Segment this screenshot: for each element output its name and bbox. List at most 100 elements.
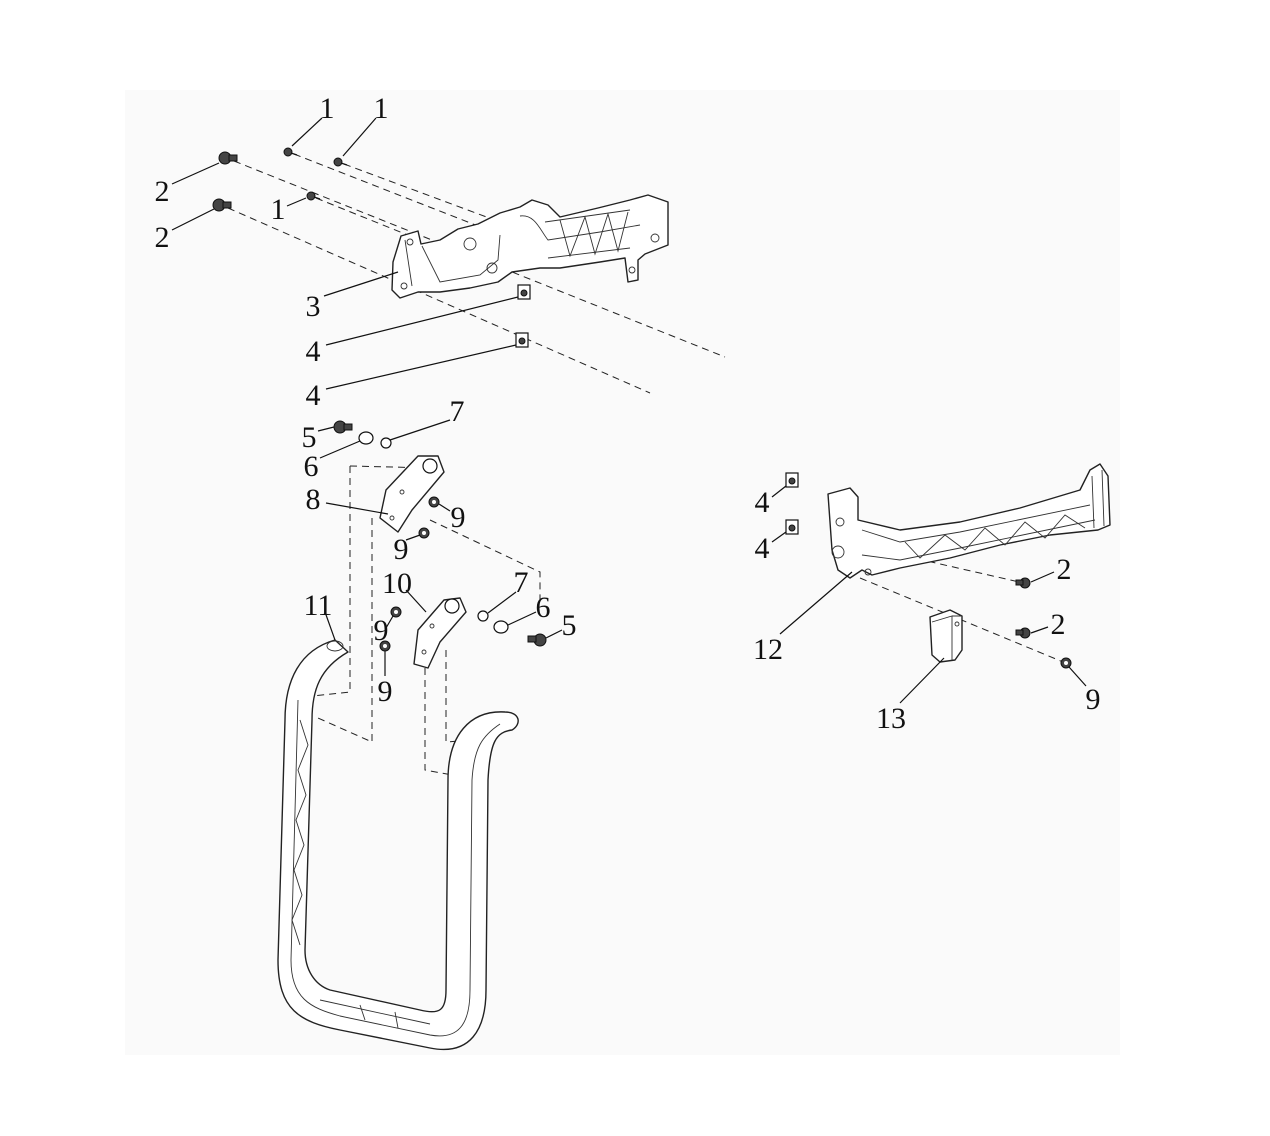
callout-label: 6 (536, 591, 551, 624)
leader-line (323, 271, 399, 297)
upper-bracket-hole (406, 238, 414, 246)
leader-line (342, 117, 377, 157)
upper-plate-body (379, 455, 445, 533)
right-bracket (827, 463, 1111, 579)
leader-line (779, 571, 853, 635)
upper-plate-hole (399, 489, 405, 495)
leader-line (325, 502, 389, 515)
leader-line (899, 657, 945, 704)
spacer-block-hole (954, 621, 960, 627)
upper-bracket (391, 194, 669, 299)
screw-part-1 (333, 157, 348, 167)
spacer-block (929, 609, 963, 663)
right-bracket-hole (831, 545, 845, 559)
nut-part-9 (390, 606, 402, 618)
callout-label: 2 (155, 175, 170, 208)
leader-line (487, 591, 517, 614)
leader-line (438, 503, 451, 512)
callout-label: 9 (451, 501, 466, 534)
callout-label: 7 (514, 566, 529, 599)
leader-line (385, 615, 394, 629)
u-frame-bottom-rib (319, 999, 431, 1029)
upper-plate (379, 455, 445, 533)
leader-line (325, 344, 517, 390)
assembly-line (343, 163, 501, 223)
callout-label: 9 (378, 675, 393, 708)
callout-label: 6 (304, 450, 319, 483)
hardware (212, 147, 1072, 669)
callout-label: 4 (306, 335, 321, 368)
callout-label: 2 (1051, 608, 1066, 641)
screw-part-2 (1015, 627, 1031, 639)
upper-bracket-channel (519, 215, 641, 241)
bolt-part-5 (333, 420, 353, 434)
screw-part-2 (212, 198, 232, 212)
callout-label: 10 (382, 567, 412, 600)
assembly-line (429, 519, 541, 600)
nut-part-9 (1060, 657, 1072, 669)
callout-label: 5 (562, 609, 577, 642)
callout-label: 3 (306, 290, 321, 323)
leader-line (405, 534, 421, 541)
callout-label: 4 (755, 486, 770, 519)
leader-line (317, 426, 335, 432)
callout-label: 4 (306, 379, 321, 412)
callout-label: 1 (271, 193, 286, 226)
leader-line (771, 485, 787, 498)
callout-labels: 1 1 2 1 2 3 4 4 5 7 6 8 9 9 10 7 6 5 11 … (155, 92, 1101, 735)
washer-part-6 (493, 620, 509, 634)
lower-plate (413, 597, 467, 669)
washer-part-6 (358, 431, 374, 445)
right-bracket-hole (835, 517, 845, 527)
clip-nut-part-4 (515, 332, 529, 348)
assembly-line (293, 153, 479, 227)
clip-nut-part-4 (785, 472, 799, 488)
u-frame-pivot (326, 640, 344, 652)
leader-line (324, 611, 336, 641)
assembly-line (859, 577, 1069, 665)
callout-label: 9 (374, 614, 389, 647)
u-frame (277, 639, 519, 1051)
right-bracket-body (827, 463, 1111, 579)
assembly-line (315, 197, 421, 241)
u-frame-body (277, 639, 519, 1051)
screw-part-2 (218, 151, 238, 165)
assembly-line (227, 207, 651, 394)
leader-line (291, 117, 323, 147)
callout-label: 4 (755, 532, 770, 565)
screw-part-1 (306, 191, 321, 201)
callout-label: 11 (304, 589, 333, 622)
screw-part-2 (1015, 577, 1031, 589)
callout-label: 2 (1057, 553, 1072, 586)
right-bracket-rail (861, 504, 1096, 561)
leader-line (1030, 571, 1055, 583)
right-bracket-hole (864, 568, 872, 576)
leader-line (171, 208, 215, 231)
screw-part-1 (283, 147, 298, 157)
lower-plate-body (413, 597, 467, 669)
leader-line (405, 589, 427, 613)
leader-line (507, 611, 537, 626)
callout-label: 9 (394, 533, 409, 566)
assembly-line (317, 518, 373, 743)
leader-line (1068, 666, 1087, 687)
upper-plate-boss (422, 458, 438, 474)
callout-label: 8 (306, 483, 321, 516)
clip-nut-part-4 (517, 284, 531, 300)
upper-bracket-body (391, 194, 669, 299)
callout-label: 1 (374, 92, 389, 125)
nut-part-9 (418, 527, 430, 539)
lower-plate-boss (444, 598, 460, 614)
nut-part-9 (428, 496, 440, 508)
leader-lines (171, 117, 1087, 704)
upper-bracket-plate-edge (404, 234, 501, 287)
leader-line (545, 629, 563, 639)
clip-nut-part-4 (785, 519, 799, 535)
callout-label: 7 (450, 395, 465, 428)
assembly-line (311, 466, 351, 697)
upper-bracket-rail (544, 209, 631, 259)
callout-label: 5 (302, 421, 317, 454)
lower-plate-hole (429, 623, 435, 629)
nut-part-9 (379, 640, 391, 652)
u-frame-truss (291, 719, 309, 946)
